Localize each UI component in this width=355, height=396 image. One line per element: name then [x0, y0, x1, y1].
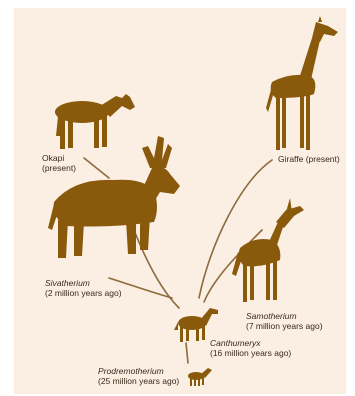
label-prodremotherium: Prodremotherium (25 million years ago)	[98, 366, 179, 386]
diagram-canvas	[14, 8, 346, 394]
species-age: (present)	[42, 163, 76, 173]
canthumeryx-silhouette-icon	[174, 308, 218, 342]
species-age: (25 million years ago)	[98, 376, 179, 386]
label-samotherium: Samotherium (7 million years ago)	[246, 311, 323, 331]
species-age: (present)	[306, 154, 340, 164]
label-giraffe: Giraffe (present)	[278, 154, 340, 164]
label-canthumeryx: Canthumeryx (16 million years ago)	[210, 338, 291, 358]
species-name: Sivatherium	[45, 278, 122, 288]
label-okapi: Okapi (present)	[42, 153, 76, 173]
species-name: Canthumeryx	[210, 338, 291, 348]
species-age: (2 million years ago)	[45, 288, 122, 298]
species-name: Prodremotherium	[98, 366, 179, 376]
species-age: (16 million years ago)	[210, 348, 291, 358]
branch-prodremotherium	[186, 343, 188, 363]
prodremotherium-silhouette-icon	[188, 368, 212, 386]
okapi-silhouette-icon	[55, 94, 135, 149]
species-name: Okapi	[42, 153, 76, 163]
branch-giraffe	[199, 160, 272, 298]
branch-okapi	[84, 158, 109, 178]
species-name: Samotherium	[246, 311, 323, 321]
species-age: (7 million years ago)	[246, 321, 323, 331]
giraffe-silhouette-icon	[266, 16, 338, 150]
evolution-diagram: Okapi (present) Giraffe (present) Sivath…	[14, 8, 346, 394]
label-sivatherium: Sivatherium (2 million years ago)	[45, 278, 122, 298]
samotherium-silhouette-icon	[232, 198, 304, 302]
species-name: Giraffe	[278, 154, 306, 164]
